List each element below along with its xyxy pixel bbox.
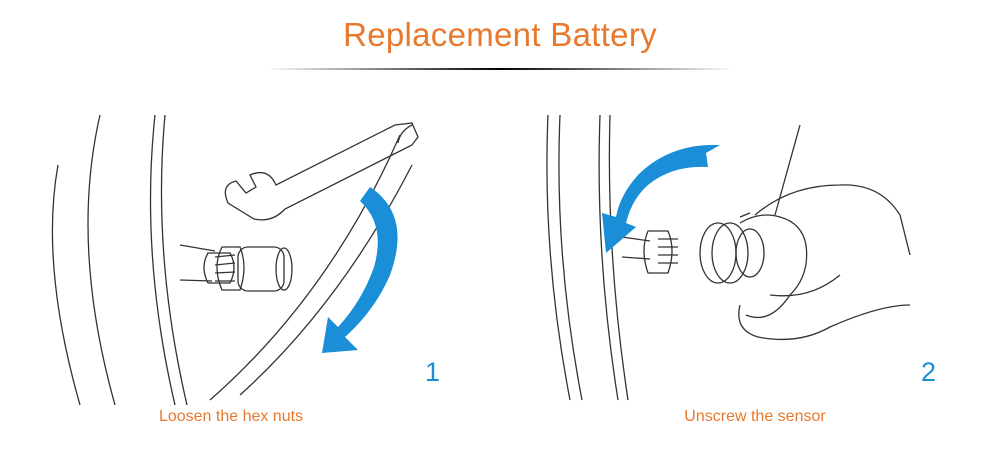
step-1-illustration bbox=[40, 105, 460, 405]
wrench bbox=[224, 122, 419, 221]
page-title: Replacement Battery bbox=[343, 16, 657, 53]
step-1-caption: Loosen the hex nuts bbox=[158, 408, 304, 425]
wheel-wrench-drawing bbox=[51, 114, 419, 405]
hex-nut bbox=[643, 230, 673, 274]
step-2-caption: Unscrew the sensor bbox=[684, 408, 826, 425]
rotation-arrow-icon bbox=[322, 187, 398, 353]
valve-stem bbox=[621, 236, 651, 260]
hex-nut-2 bbox=[216, 246, 245, 291]
step-1-number: 1 bbox=[425, 357, 441, 387]
rim-curve bbox=[239, 164, 413, 396]
step-2-number: 2 bbox=[921, 357, 937, 387]
title-divider bbox=[265, 68, 735, 70]
tpms-sensor bbox=[237, 246, 285, 292]
rotation-arrow-icon bbox=[602, 144, 720, 253]
tpms-sensor bbox=[699, 222, 737, 284]
step-2-illustration bbox=[540, 105, 960, 405]
rim-outline bbox=[546, 114, 571, 401]
hex-nut-1 bbox=[203, 252, 235, 284]
pointer-line bbox=[774, 124, 801, 216]
tire-outline bbox=[51, 164, 81, 405]
valve-stem bbox=[179, 244, 216, 282]
wheel-hand-drawing bbox=[546, 114, 911, 401]
hand bbox=[754, 184, 911, 256]
